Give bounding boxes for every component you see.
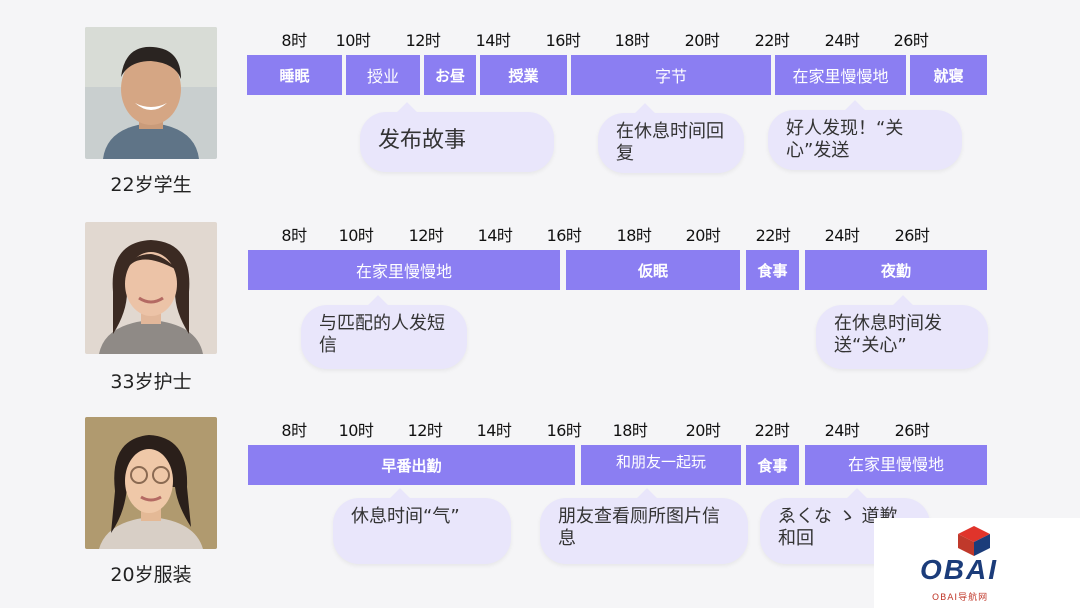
time-tick: 10时 [338,421,374,440]
time-tick: 16时 [546,421,582,440]
time-tick: 8时 [281,31,307,50]
timeline-segment: 在家里慢慢地 [248,250,560,290]
time-tick: 12时 [407,421,443,440]
time-tick: 12时 [408,226,444,245]
speech-bubble: 好人发现！“关心”发送 [768,110,962,170]
nurse-portrait [85,222,217,354]
student-caption: 22岁学生 [110,174,192,196]
speech-bubble: 发布故事 [360,112,554,172]
time-tick: 20时 [685,226,721,245]
timeline-segment: お昼 [424,55,476,95]
student-portrait [85,27,217,159]
time-tick: 26时 [893,31,929,50]
timeline-segment: 字节 [571,55,771,95]
apparel-portrait [85,417,217,549]
time-tick: 24时 [824,421,860,440]
time-tick: 16时 [545,31,581,50]
time-tick: 20时 [685,421,721,440]
time-tick: 24时 [824,31,860,50]
time-tick: 22时 [754,421,790,440]
time-tick: 24时 [824,226,860,245]
time-tick: 16时 [546,226,582,245]
time-tick: 14时 [477,226,513,245]
timeline-segment: 和朋友一起玩 [581,445,741,485]
time-tick: 10时 [335,31,371,50]
speech-bubble: 休息时间“气” [333,498,511,564]
time-tick: 22时 [755,226,791,245]
speech-bubble: 与匹配的人发短信 [301,305,467,369]
time-tick: 18时 [614,31,650,50]
time-tick: 14时 [475,31,511,50]
timeline-segment: 就寝 [910,55,987,95]
timeline-segment: 授業 [480,55,567,95]
timeline-segment: 食事 [746,250,799,290]
apparel-caption: 20岁服装 [110,564,192,586]
timeline-segment: 夜勤 [805,250,987,290]
nurse-caption: 33岁护士 [110,371,192,393]
speech-bubble: 在休息时间回复 [598,113,744,173]
time-tick: 10时 [338,226,374,245]
time-tick: 12时 [405,31,441,50]
time-tick: 26时 [894,226,930,245]
timeline-segment: 在家里慢慢地 [775,55,906,95]
time-tick: 22时 [754,31,790,50]
time-tick: 18时 [612,421,648,440]
time-tick: 26时 [894,421,930,440]
timeline-segment: 仮眠 [566,250,740,290]
time-tick: 8时 [281,226,307,245]
logo-subtitle: OBAI导航网 [932,593,989,603]
logo-text: OBAI [920,554,998,585]
time-tick: 18时 [616,226,652,245]
timeline-segment: 在家里慢慢地 [805,445,987,485]
time-tick: 20时 [684,31,720,50]
obai-logo: OBAI OBAI导航网 [874,518,1080,608]
schedule-row-nurse: 33岁护士 8时 10时 12时 14时 16时 18时 20时 22时 24时… [0,195,1080,393]
schedule-row-student: 22岁学生 8时 10时 12时 14时 16时 18时 20时 22时 24时… [0,0,1080,196]
timeline-segment: 食事 [746,445,799,485]
timeline-segment: 早番出勤 [248,445,575,485]
cube-icon [958,526,990,556]
timeline-segment: 睡眠 [247,55,342,95]
timeline-segment: 授业 [346,55,420,95]
time-tick: 8时 [281,421,307,440]
speech-bubble: 朋友查看厕所图片信息 [540,498,748,564]
speech-bubble: 在休息时间发送“关心” [816,305,988,369]
time-tick: 14时 [476,421,512,440]
